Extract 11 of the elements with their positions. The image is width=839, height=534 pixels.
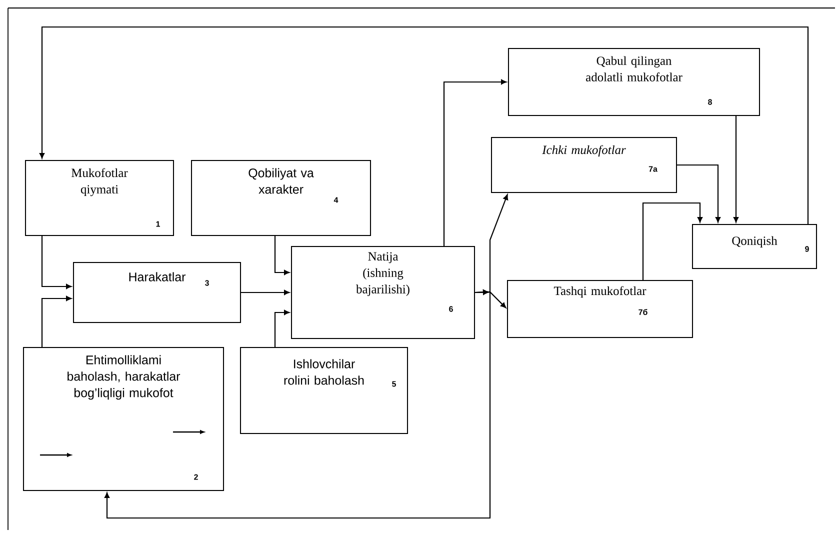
arrow <box>443 79 507 246</box>
arrow <box>39 26 809 224</box>
arrow <box>733 116 739 223</box>
arrow <box>274 236 290 276</box>
arrow <box>41 236 72 290</box>
arrow <box>274 310 290 347</box>
arrow <box>241 290 290 296</box>
arrow <box>41 296 72 347</box>
arrow <box>642 202 703 280</box>
arrow <box>104 290 491 519</box>
arrow <box>677 164 721 223</box>
